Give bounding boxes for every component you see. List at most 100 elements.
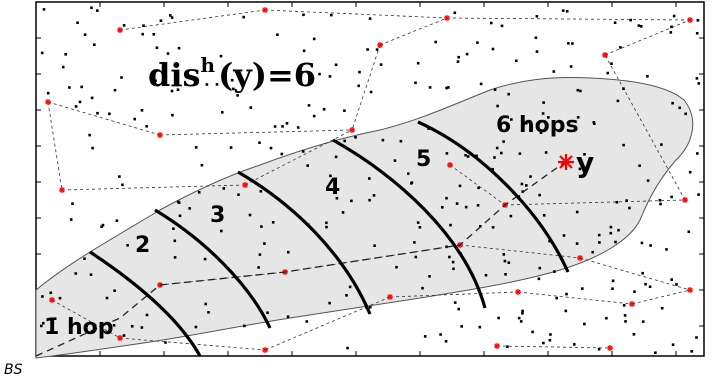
sensor-dot bbox=[628, 206, 631, 210]
sensor-dot bbox=[654, 351, 657, 354]
sensor-dot bbox=[305, 320, 309, 323]
sensor-dot bbox=[366, 48, 369, 51]
sensor-dot bbox=[414, 81, 417, 85]
dashed-link bbox=[446, 17, 691, 21]
sensor-dot bbox=[659, 202, 662, 206]
sensor-dot bbox=[561, 9, 565, 12]
sensor-dot bbox=[583, 153, 586, 156]
sensor-dot bbox=[671, 343, 675, 346]
sensor-dot bbox=[399, 139, 403, 143]
sensor-dot bbox=[611, 279, 615, 283]
relay-asterisk-icon bbox=[687, 17, 693, 23]
sensor-dot bbox=[301, 150, 305, 153]
sensor-dot bbox=[373, 244, 376, 247]
sensor-dot bbox=[341, 211, 345, 214]
relay-asterisk-icon bbox=[682, 197, 688, 203]
sensor-dot bbox=[555, 296, 558, 300]
sensor-dot bbox=[242, 15, 245, 19]
relay-asterisk-icon bbox=[687, 287, 693, 293]
sensor-dot bbox=[155, 46, 159, 49]
sensor-dot bbox=[296, 126, 300, 129]
sensor-dot bbox=[507, 92, 510, 96]
sensor-dot bbox=[258, 141, 261, 144]
sensor-dot bbox=[266, 311, 269, 314]
sensor-dot bbox=[613, 21, 617, 24]
sensor-dot bbox=[416, 61, 420, 65]
sensor-dot bbox=[369, 90, 373, 94]
sensor-dot bbox=[122, 24, 126, 27]
sensor-dot bbox=[222, 187, 226, 190]
sensor-dot bbox=[205, 83, 209, 86]
dashed-link bbox=[61, 184, 246, 191]
sensor-dot bbox=[112, 324, 116, 327]
sensor-dot bbox=[453, 11, 457, 15]
sensor-dot bbox=[142, 24, 145, 27]
relay-asterisk-icon bbox=[49, 297, 55, 303]
sensor-dot bbox=[325, 225, 328, 229]
sensor-dot bbox=[451, 260, 455, 264]
sensor-dot bbox=[280, 152, 284, 156]
sensor-dot bbox=[449, 223, 452, 227]
sensor-dot bbox=[302, 49, 306, 53]
sensor-dot bbox=[637, 24, 641, 27]
sensor-dot bbox=[395, 265, 398, 269]
sensor-dot bbox=[517, 316, 521, 320]
dashed-link bbox=[159, 129, 353, 136]
sensor-dot bbox=[83, 257, 86, 260]
sensor-dot bbox=[152, 33, 156, 36]
sensor-dot bbox=[671, 101, 674, 105]
sensor-dot bbox=[285, 122, 289, 125]
sensor-dot bbox=[697, 193, 700, 196]
dashed-link bbox=[51, 299, 121, 339]
sensor-dot bbox=[610, 62, 613, 65]
sensor-dot bbox=[538, 193, 541, 197]
sensor-dot bbox=[164, 341, 167, 344]
sensor-dot bbox=[678, 106, 681, 110]
sensor-dot bbox=[581, 287, 584, 290]
sensor-dot bbox=[126, 244, 129, 247]
sensor-dot bbox=[69, 218, 73, 221]
sensor-dot bbox=[452, 267, 455, 271]
hop-label-5: 5 bbox=[416, 147, 431, 172]
sensor-dot bbox=[381, 138, 385, 142]
sensor-dot bbox=[91, 146, 94, 150]
hop-label-4: 4 bbox=[325, 175, 340, 200]
sensor-dot bbox=[229, 146, 233, 149]
relay-asterisk-icon bbox=[59, 187, 65, 193]
relay-asterisk-icon bbox=[117, 27, 123, 33]
sensor-dot bbox=[496, 104, 499, 108]
sensor-dot bbox=[88, 133, 91, 137]
sensor-dot bbox=[166, 52, 170, 55]
sensor-dot bbox=[504, 273, 507, 276]
dashed-link bbox=[504, 199, 686, 206]
sensor-dot bbox=[334, 63, 338, 67]
sensor-dots bbox=[40, 6, 701, 354]
sensor-dot bbox=[629, 18, 632, 22]
sensor-dot bbox=[519, 320, 523, 323]
sensor-dot bbox=[649, 244, 652, 247]
dashed-link bbox=[244, 129, 353, 186]
sensor-dot bbox=[495, 146, 499, 150]
sensor-dot bbox=[145, 313, 149, 317]
sensor-dot bbox=[176, 200, 180, 204]
sensor-dot bbox=[696, 19, 700, 22]
hop-region bbox=[35, 77, 694, 359]
sensor-dot bbox=[640, 241, 644, 245]
dashed-link bbox=[631, 289, 691, 305]
sensor-dot bbox=[641, 320, 645, 323]
sensor-dot bbox=[542, 214, 546, 217]
sensor-dot bbox=[207, 311, 210, 314]
sensor-dot bbox=[497, 316, 500, 320]
hop-arc-4 bbox=[332, 138, 487, 309]
sensor-dot bbox=[670, 195, 673, 199]
sensor-dot bbox=[502, 253, 506, 256]
sensor-dot bbox=[178, 214, 182, 218]
sensor-dot bbox=[263, 242, 266, 245]
sensor-dot bbox=[521, 312, 524, 315]
sensor-dot bbox=[564, 309, 568, 313]
sensor-dot bbox=[510, 118, 513, 121]
sensor-dot bbox=[140, 109, 144, 112]
sensor-dot bbox=[696, 152, 699, 155]
sensor-dot bbox=[357, 84, 360, 88]
